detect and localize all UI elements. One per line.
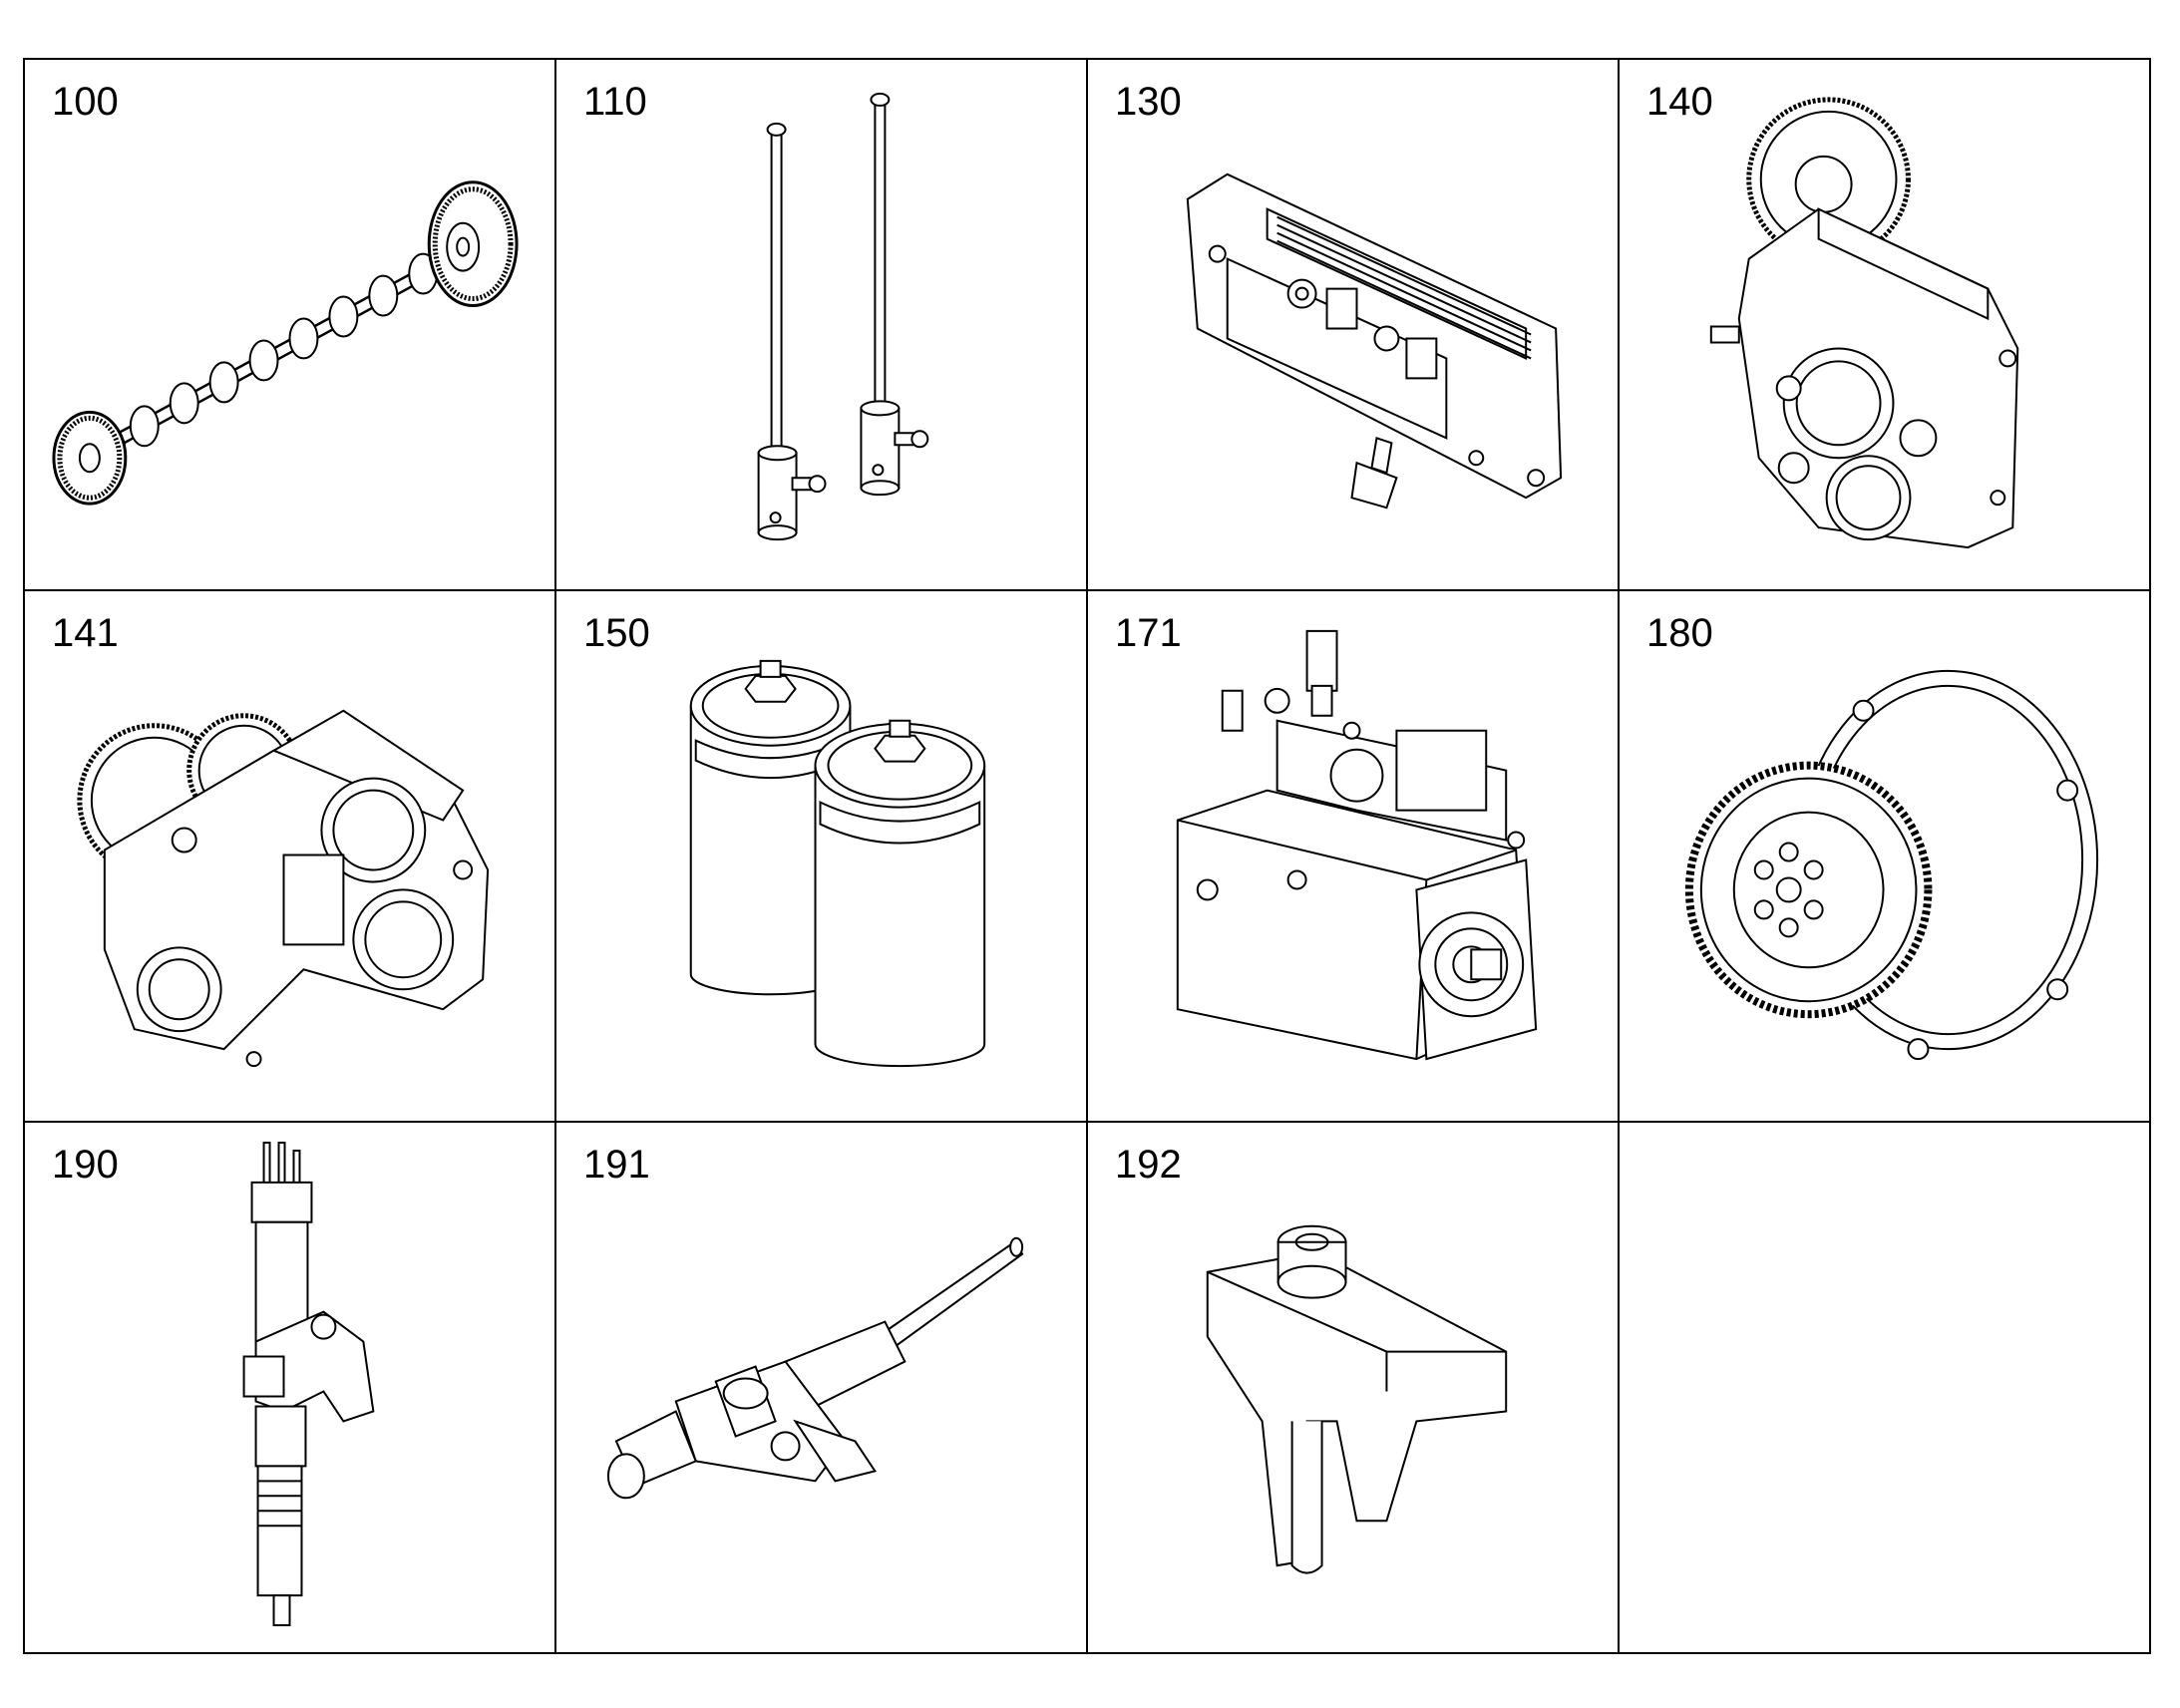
part-number: 190 bbox=[52, 1143, 119, 1187]
part-cell-110[interactable]: 110 bbox=[556, 60, 1088, 591]
part-cell-190[interactable]: 190 bbox=[25, 1123, 556, 1654]
gear-housing-icon bbox=[1620, 60, 2149, 589]
part-cell-130[interactable]: 130 bbox=[1088, 60, 1620, 591]
part-number: 192 bbox=[1115, 1143, 1182, 1187]
part-cell-140[interactable]: 140 bbox=[1620, 60, 2151, 591]
filter-cartridge-icon bbox=[556, 591, 1086, 1121]
part-cell-171[interactable]: 171 bbox=[1088, 591, 1620, 1123]
part-number: 100 bbox=[52, 80, 119, 124]
cylinder-head-cover-icon bbox=[1088, 60, 1618, 589]
part-number: 180 bbox=[1646, 611, 1713, 655]
water-pump-gear-icon bbox=[1620, 591, 2149, 1121]
camshaft-icon bbox=[25, 60, 554, 589]
part-cell-150[interactable]: 150 bbox=[556, 591, 1088, 1123]
part-number: 191 bbox=[583, 1143, 650, 1187]
injector-line-icon bbox=[556, 1123, 1086, 1652]
part-number: 171 bbox=[1115, 611, 1182, 655]
part-cell-191[interactable]: 191 bbox=[556, 1123, 1088, 1654]
clamp-fork-icon bbox=[1088, 1123, 1618, 1652]
part-number: 141 bbox=[52, 611, 119, 655]
parts-grid: 100 110 bbox=[23, 58, 2151, 1654]
part-cell-100[interactable]: 100 bbox=[25, 60, 556, 591]
part-cell-192[interactable]: 192 bbox=[1088, 1123, 1620, 1654]
fuel-pump-icon bbox=[1088, 591, 1618, 1121]
oil-pump-icon bbox=[25, 591, 554, 1121]
push-rod-tappet-icon bbox=[556, 60, 1086, 589]
injector-icon bbox=[25, 1123, 554, 1652]
part-number: 110 bbox=[583, 80, 647, 124]
part-cell-180[interactable]: 180 bbox=[1620, 591, 2151, 1123]
empty-cell bbox=[1620, 1123, 2151, 1654]
part-cell-141[interactable]: 141 bbox=[25, 591, 556, 1123]
part-number: 150 bbox=[583, 611, 650, 655]
part-number: 140 bbox=[1646, 80, 1713, 124]
part-number: 130 bbox=[1115, 80, 1182, 124]
